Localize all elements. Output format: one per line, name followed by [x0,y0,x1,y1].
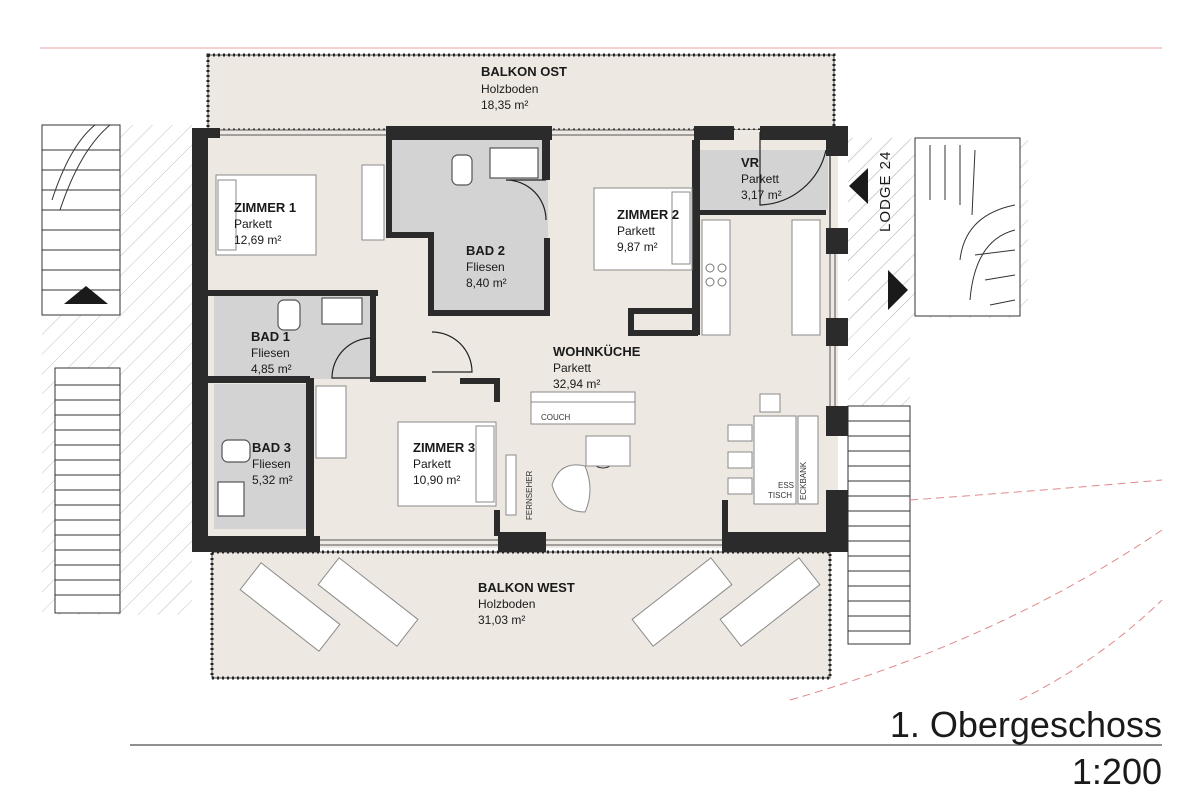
wardrobe-zimmer3 [315,385,347,459]
label-bad3: BAD 3 Fliesen 5,32 m² [252,440,293,487]
svg-text:4,85 m²: 4,85 m² [251,362,292,376]
label-esstisch-1: ESS [778,481,794,490]
balkon-west-railing [210,550,832,680]
svg-text:Parkett: Parkett [413,457,452,471]
svg-text:9,87 m²: 9,87 m² [617,240,658,254]
doors [331,132,831,379]
label-zimmer2: ZIMMER 2 Parkett 9,87 m² [617,207,679,254]
bed-zimmer3 [397,421,497,507]
chairs [727,393,781,495]
sun-loungers [239,557,821,652]
dining-table [753,415,797,505]
svg-text:Fliesen: Fliesen [252,457,291,471]
corner-bench [797,415,819,505]
entrance-arrow-left [64,286,108,304]
svg-text:ZIMMER 1: ZIMMER 1 [234,200,296,215]
label-zimmer1: ZIMMER 1 Parkett 12,69 m² [234,200,296,247]
svg-text:BAD 3: BAD 3 [252,440,291,455]
balkon-ost-floor [207,54,835,131]
svg-text:12,69 m²: 12,69 m² [234,233,281,247]
label-wohnkueche: WOHNKÜCHE Parkett 32,94 m² [553,344,641,391]
label-bad1: BAD 1 Fliesen 4,85 m² [251,329,292,376]
svg-text:Parkett: Parkett [617,224,656,238]
svg-text:ZIMMER 3: ZIMMER 3 [413,440,475,455]
walls [192,126,848,552]
svg-text:31,03 m²: 31,03 m² [478,613,525,627]
svg-text:BALKON OST: BALKON OST [481,64,567,79]
property-line-3 [909,479,1163,501]
label-balkon-ost: BALKON OST Holzboden 18,35 m² [481,64,567,112]
label-bad2: BAD 2 Fliesen 8,40 m² [466,243,507,290]
svg-text:32,94 m²: 32,94 m² [553,377,600,391]
bed-zimmer1 [215,174,317,256]
tv-stand [505,454,517,516]
entrance-arrow-right [888,270,908,310]
wardrobe-zimmer1 [361,164,385,241]
svg-text:18,35 m²: 18,35 m² [481,98,528,112]
label-fernseher: FERNSEHER [525,470,534,520]
svg-text:BAD 2: BAD 2 [466,243,505,258]
label-balkon-west: BALKON WEST Holzboden 31,03 m² [478,580,575,627]
svg-text:5,32 m²: 5,32 m² [252,473,293,487]
svg-text:Parkett: Parkett [234,217,273,231]
property-line-2 [1019,599,1163,701]
lodge-label: LODGE 24 [877,151,894,232]
windows [220,129,836,546]
right-spiral-stair [914,137,1021,317]
floor-title: 1. Obergeschoss [890,704,1162,745]
svg-text:10,90 m²: 10,90 m² [413,473,460,487]
vr-tiles [700,150,828,210]
scale-label: 1:200 [1072,751,1162,792]
label-esstisch-2: TISCH [768,491,792,500]
svg-text:Fliesen: Fliesen [466,260,505,274]
svg-text:WOHNKÜCHE: WOHNKÜCHE [553,344,641,359]
property-line [789,529,1163,701]
svg-text:VR: VR [741,155,760,170]
kitchen-island [791,219,821,336]
bed-zimmer2 [593,187,693,271]
couch [530,391,636,425]
label-eckbank: ECKBANK [799,461,808,500]
svg-text:Holzboden: Holzboden [478,597,535,611]
label-vr: VR Parkett 3,17 m² [741,155,782,202]
svg-text:BAD 1: BAD 1 [251,329,290,344]
svg-text:BALKON WEST: BALKON WEST [478,580,575,595]
label-couch: COUCH [541,413,571,422]
bathroom-fixtures [217,147,539,517]
left-straight-stair [54,367,121,614]
kitchen-hob [705,263,727,287]
bad2-tiles [390,140,548,312]
svg-text:3,17 m²: 3,17 m² [741,188,782,202]
label-zimmer3: ZIMMER 3 Parkett 10,90 m² [413,440,475,487]
svg-text:Parkett: Parkett [741,172,780,186]
kitchen-counter [701,219,731,336]
armchair [551,464,591,513]
right-straight-stair [847,405,911,645]
svg-text:Parkett: Parkett [553,361,592,375]
svg-text:8,40 m²: 8,40 m² [466,276,507,290]
svg-text:ZIMMER 2: ZIMMER 2 [617,207,679,222]
coffee-table [585,435,631,467]
left-spiral-stair [41,124,121,316]
svg-text:Holzboden: Holzboden [481,82,538,96]
entrance-arrow-right-top [849,168,868,204]
svg-text:Fliesen: Fliesen [251,346,290,360]
